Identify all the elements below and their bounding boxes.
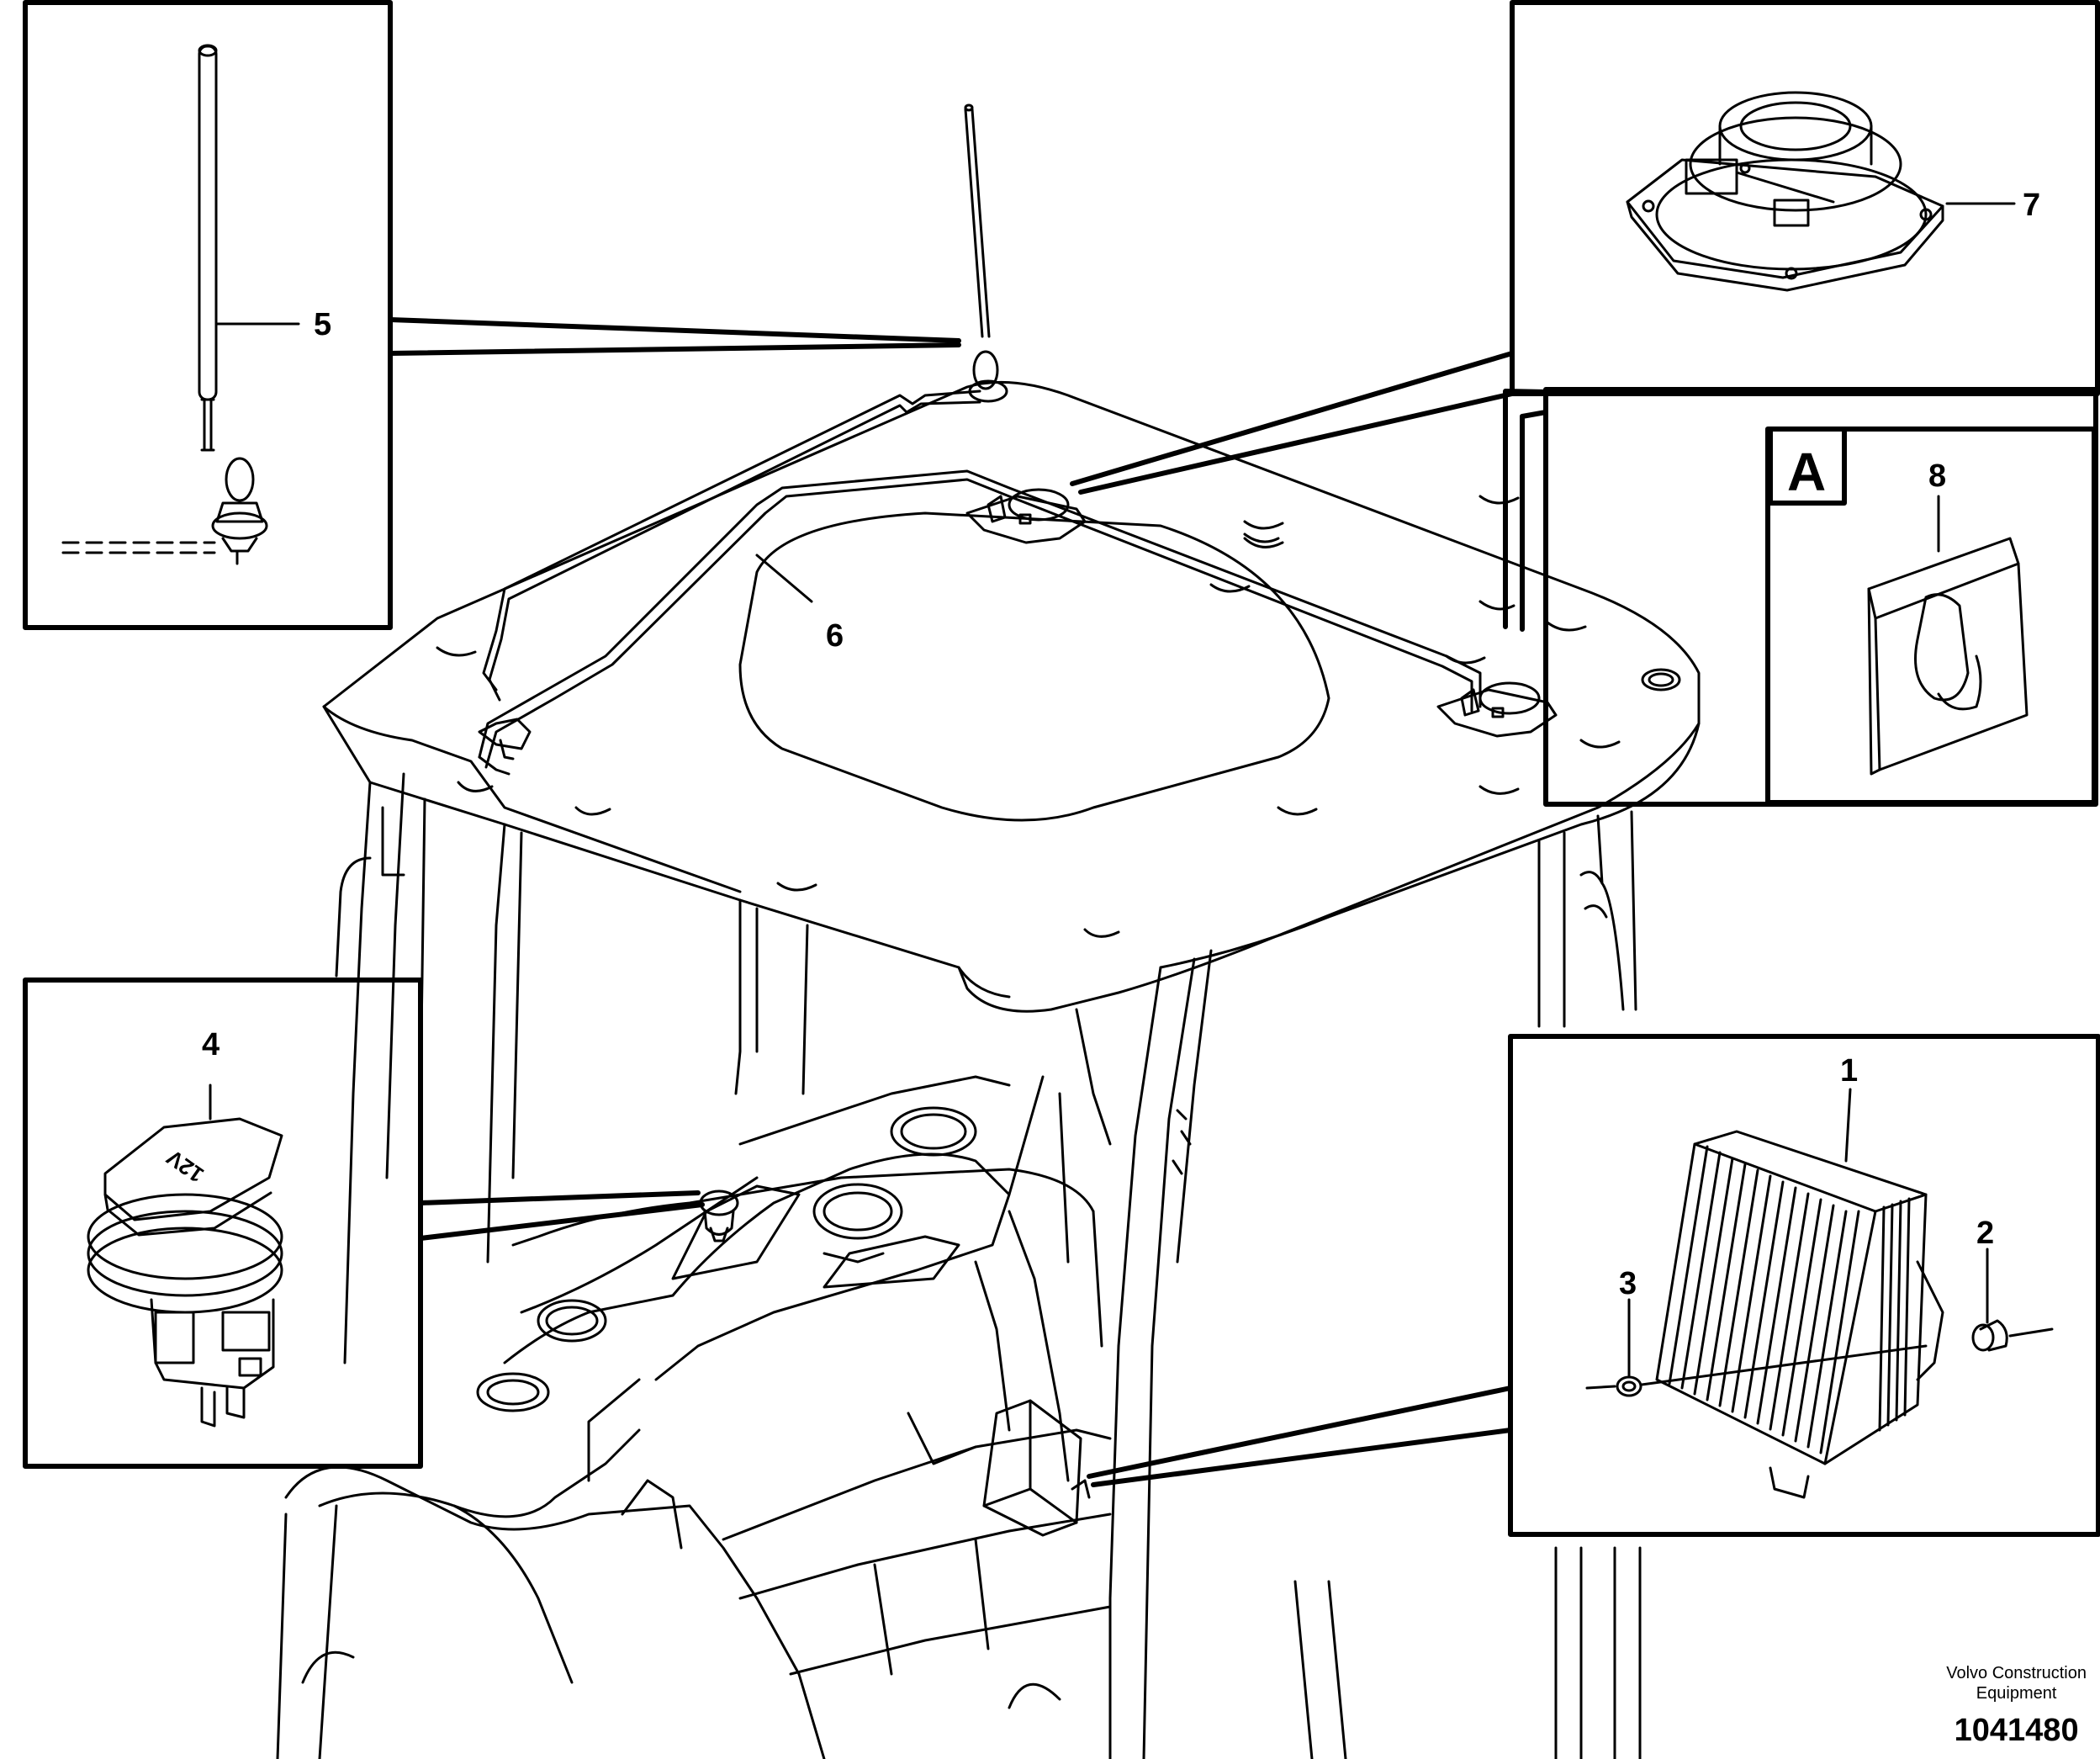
detail-box-antenna: [23, 0, 393, 630]
callout-4: 4: [202, 1027, 220, 1062]
callout-1: 1: [1840, 1053, 1858, 1089]
drawing-footer: Volvo Construction Equipment 1041480: [1946, 1663, 2087, 1751]
callout-7: 7: [2023, 188, 2040, 223]
callout-6: 6: [826, 618, 844, 654]
leader-item-4: [418, 1190, 705, 1241]
leader-item-1: [1087, 1385, 1513, 1487]
leader-item-5: [388, 317, 961, 356]
brand-line-1: Volvo Construction: [1946, 1664, 2087, 1682]
callout-2: 2: [1976, 1216, 1994, 1251]
detail-box-socket: [23, 978, 423, 1469]
callout-5: 5: [314, 307, 331, 342]
brand-line-2: Equipment: [1976, 1684, 2057, 1703]
detail-box-amplifier: [1508, 1034, 2100, 1537]
speaker-cable: [478, 469, 1482, 776]
roof-antenna: [964, 103, 1008, 403]
drawing-number: 1041480: [1954, 1713, 2079, 1748]
callout-8: 8: [1928, 458, 1946, 494]
antenna-cable: [478, 389, 981, 760]
roof-speaker-right: [1436, 681, 1558, 738]
socket-marking: 12V: [161, 1145, 209, 1188]
roof-speaker-left: [965, 488, 1087, 544]
leader-item-6: [755, 554, 813, 603]
leader-item-7: [1070, 351, 1515, 495]
leader-detail-a: [1503, 389, 1548, 632]
detail-box-clip: [1543, 387, 2098, 807]
detail-label-a: A: [1787, 442, 1826, 502]
callout-3: 3: [1619, 1266, 1637, 1301]
detail-box-speaker: [1510, 0, 2100, 396]
cab-body: [276, 380, 1701, 1759]
